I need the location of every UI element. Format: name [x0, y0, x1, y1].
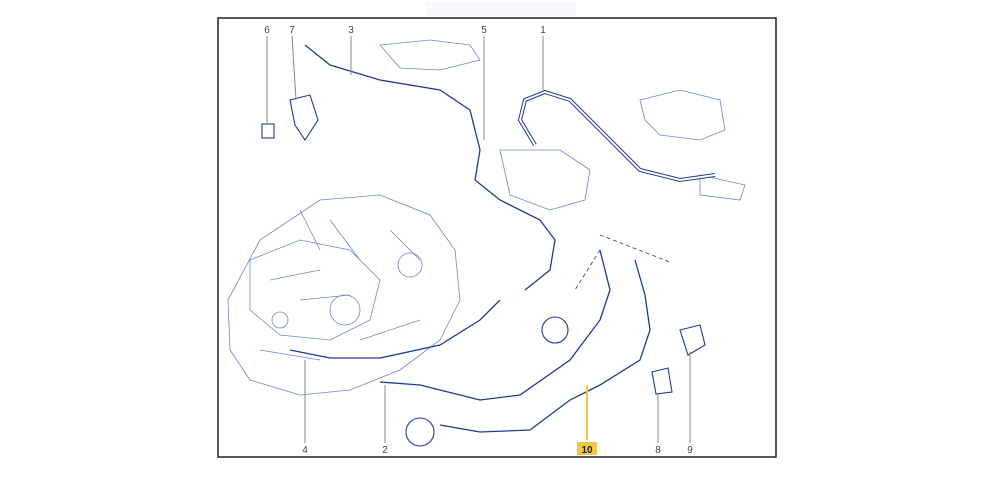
clip-part-9 [679, 324, 706, 356]
master-cylinder-sketch [379, 39, 746, 211]
clip-part-8 [651, 367, 673, 395]
watermark [426, 2, 576, 16]
callout-9: 9 [687, 445, 693, 456]
hydraulic-pipes [261, 44, 716, 447]
callout-2: 2 [382, 445, 388, 456]
callout-10: 10 [581, 445, 593, 456]
diagram-frame [217, 17, 777, 458]
callout-6: 6 [264, 25, 270, 36]
callout-1: 1 [540, 25, 546, 36]
slave-cylinder [541, 316, 569, 344]
gearbox-sketch [227, 194, 461, 396]
callout-7: 7 [289, 25, 295, 36]
callout-3: 3 [348, 25, 354, 36]
callout-4: 4 [302, 445, 308, 456]
clip-part-7 [289, 94, 319, 142]
callout-8: 8 [655, 445, 661, 456]
leader-lines [266, 35, 691, 443]
callout-10-highlight [577, 442, 597, 455]
callout-5: 5 [481, 25, 487, 36]
bleed-screw-part [261, 123, 275, 139]
concentric-slave-cylinder [405, 417, 435, 447]
